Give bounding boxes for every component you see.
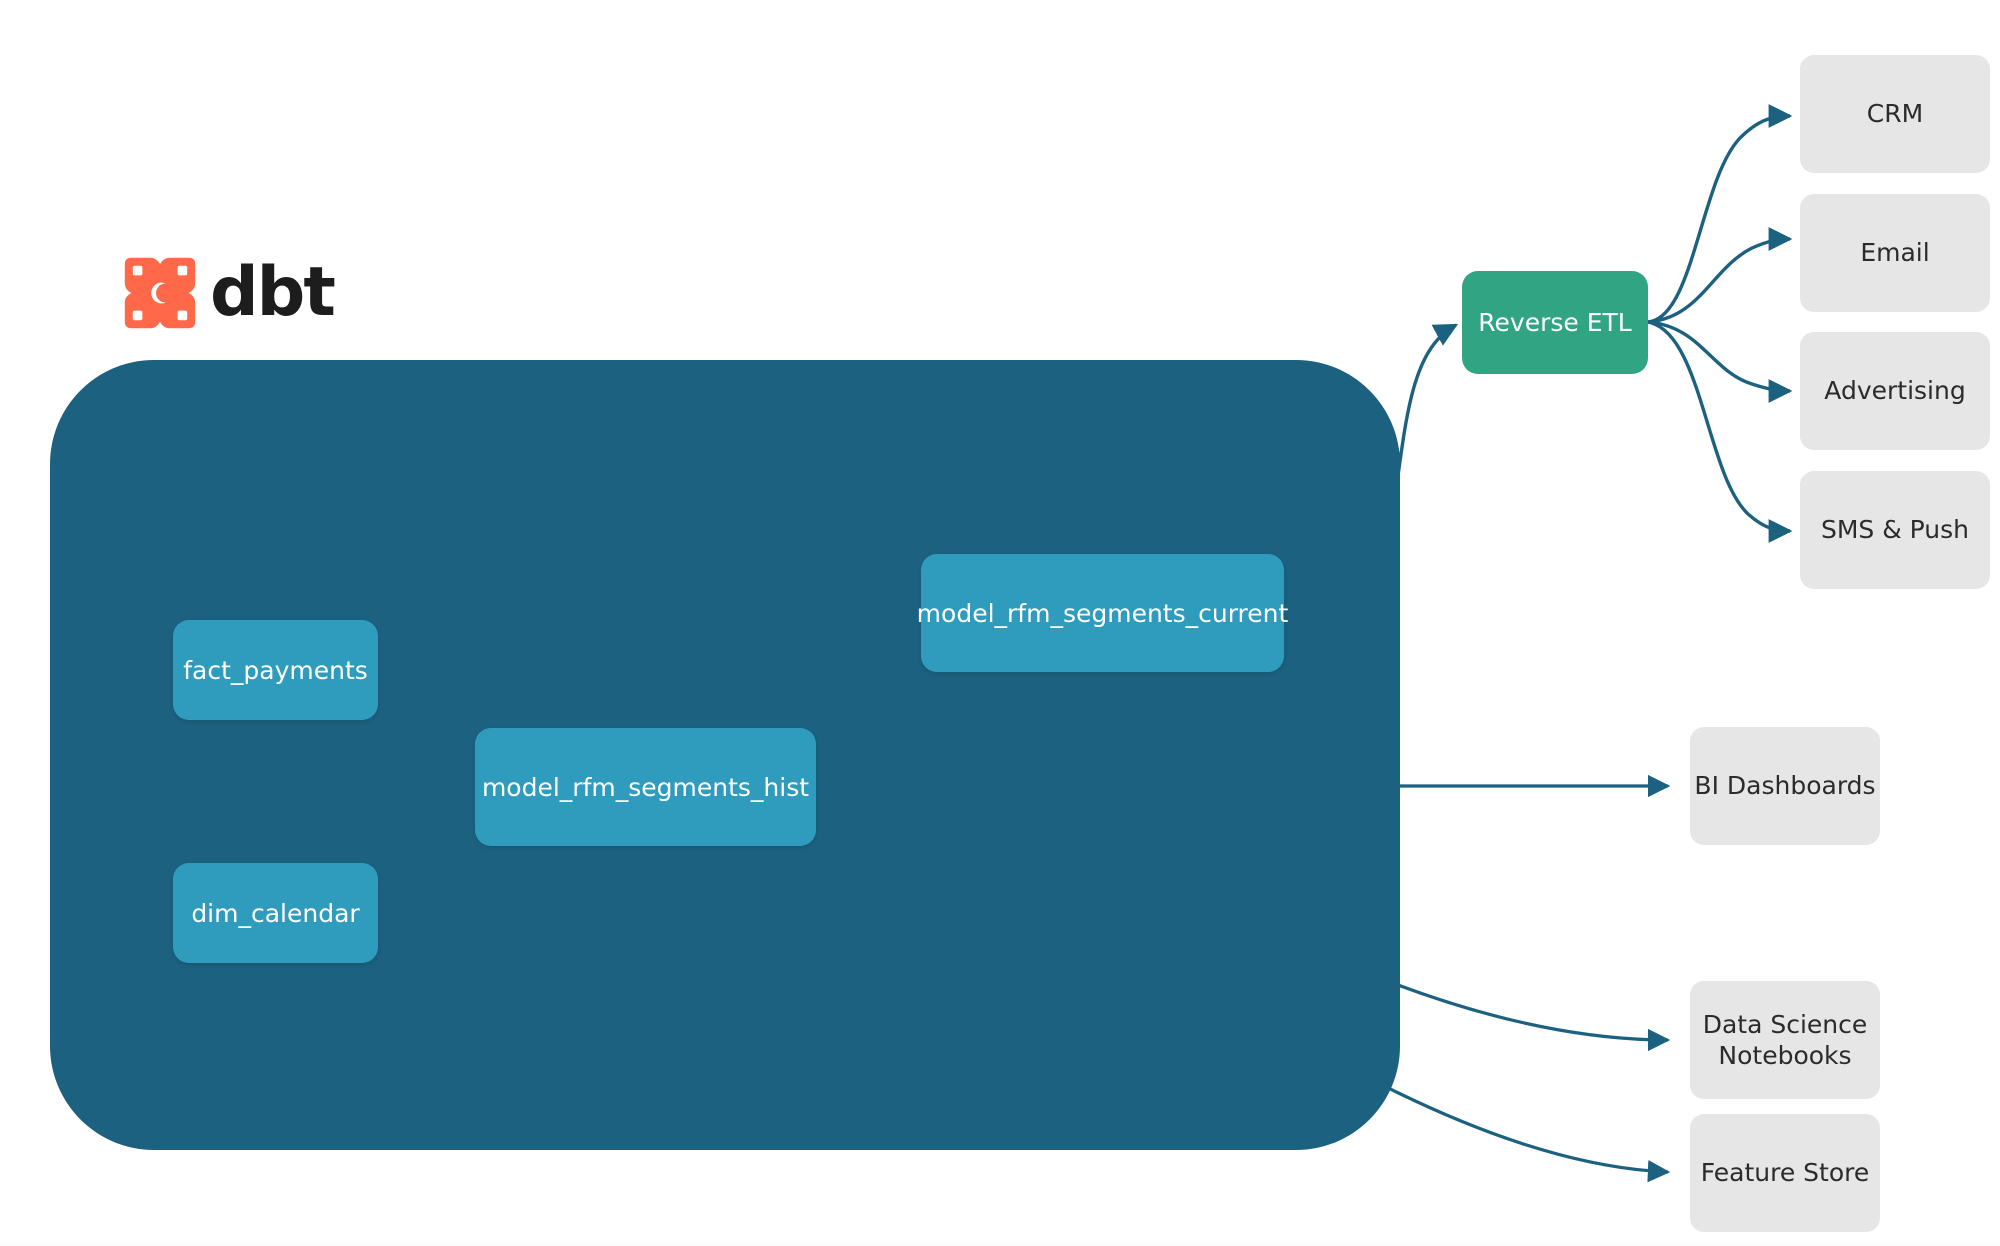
node-bi-dashboards[interactable]: BI Dashboards xyxy=(1690,727,1880,845)
node-reverse-etl[interactable]: Reverse ETL xyxy=(1462,271,1648,374)
node-label: Feature Store xyxy=(1700,1158,1870,1188)
node-model-rfm-segments-hist[interactable]: model_rfm_segments_hist xyxy=(475,728,816,846)
node-label: dim_calendar xyxy=(191,898,360,928)
edge-reverse-etl-to-sms-push xyxy=(1647,320,1793,543)
node-label: SMS & Push xyxy=(1820,515,1970,545)
edge-hist-to-data-science xyxy=(1371,973,1671,1052)
node-model-rfm-segments-current[interactable]: model_rfm_segments_current xyxy=(917,554,1288,672)
bottom-edge-shade xyxy=(0,1240,2000,1246)
node-label-line-1: Data Science xyxy=(1702,1009,1868,1039)
node-crm[interactable]: CRM xyxy=(1800,55,1990,173)
node-dim-calendar[interactable]: dim_calendar xyxy=(173,863,378,963)
node-fact-payments[interactable]: fact_payments xyxy=(173,620,378,720)
edge-current-to-reverse-etl-outer xyxy=(1390,323,1459,521)
dbt-logo: dbt xyxy=(120,253,340,343)
edge-reverse-etl-to-crm xyxy=(1647,104,1793,324)
edge-reverse-etl-to-email xyxy=(1647,227,1793,324)
dbt-x-mark-icon xyxy=(124,257,196,329)
node-email[interactable]: Email xyxy=(1800,194,1990,312)
node-advertising[interactable]: Advertising xyxy=(1800,332,1990,450)
edge-reverse-etl-to-advertising xyxy=(1647,320,1793,403)
node-label: Email xyxy=(1860,238,1930,268)
node-feature-store[interactable]: Feature Store xyxy=(1690,1114,1880,1232)
node-data-science-notebooks[interactable]: Data Science Notebooks xyxy=(1690,981,1880,1099)
node-label: CRM xyxy=(1866,99,1924,129)
node-label: Reverse ETL xyxy=(1478,308,1632,337)
node-label: fact_payments xyxy=(183,655,368,685)
node-label: model_rfm_segments_hist xyxy=(481,772,810,802)
node-sms-push[interactable]: SMS & Push xyxy=(1800,471,1990,589)
node-label: BI Dashboards xyxy=(1694,771,1876,801)
node-label-line-2: Notebooks xyxy=(1718,1041,1852,1070)
node-label: Advertising xyxy=(1824,376,1966,406)
dbt-wordmark: dbt xyxy=(210,253,336,332)
node-label: model_rfm_segments_current xyxy=(916,598,1289,628)
